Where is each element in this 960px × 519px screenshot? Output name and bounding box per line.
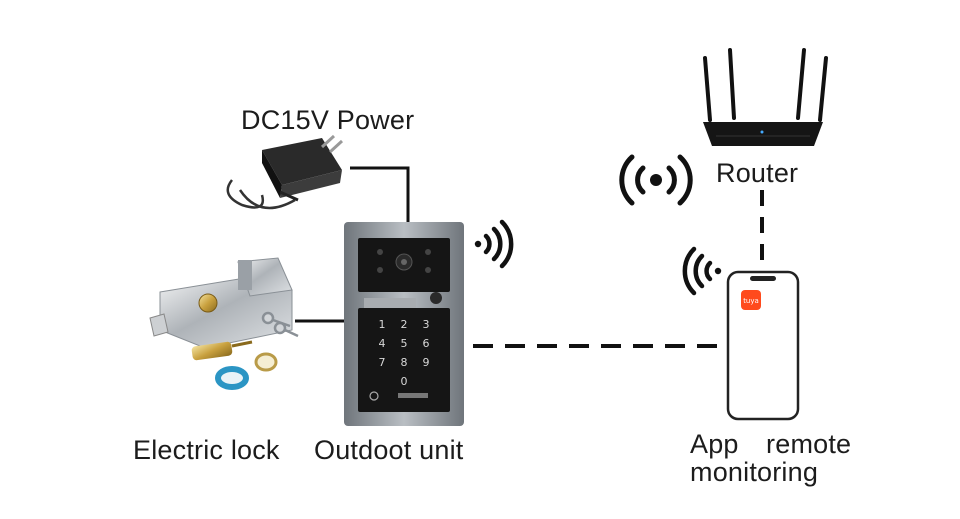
keypad-key-8[interactable]: 8 bbox=[401, 356, 408, 369]
card-reader-icon bbox=[369, 391, 379, 401]
power-adapter-image bbox=[226, 134, 344, 210]
keypad-key-9[interactable]: 9 bbox=[423, 356, 430, 369]
power-label: DC15V Power bbox=[241, 105, 415, 135]
outdoor-unit-label: Outdoot unit bbox=[314, 435, 464, 465]
router-label: Router bbox=[716, 158, 799, 188]
connection-lines bbox=[295, 166, 764, 348]
power-cable-line bbox=[350, 166, 410, 225]
smartphone-image: tuya bbox=[726, 270, 800, 421]
app-label-line2: monitoring bbox=[690, 457, 819, 487]
app-label-line1: App remote bbox=[690, 429, 852, 459]
wifi-icon bbox=[474, 219, 514, 269]
router-broadcast-icon bbox=[619, 154, 693, 206]
keypad-panel bbox=[358, 308, 450, 412]
keypad-key-0[interactable]: 0 bbox=[401, 375, 408, 388]
app-monitoring-label: App remote monitoring bbox=[690, 430, 851, 486]
outdoor-unit-image: 1 2 3 4 5 6 7 8 9 0 bbox=[344, 222, 464, 426]
phone-wifi-icon bbox=[682, 246, 722, 296]
tuya-app-label: tuya bbox=[743, 297, 759, 305]
keypad-key-4[interactable]: 4 bbox=[379, 337, 386, 350]
electric-lock-image bbox=[149, 257, 299, 390]
keypad-key-5[interactable]: 5 bbox=[401, 337, 408, 350]
keypad-key-1[interactable]: 1 bbox=[379, 318, 386, 331]
keypad-key-3[interactable]: 3 bbox=[423, 318, 430, 331]
keypad-key-7[interactable]: 7 bbox=[379, 356, 386, 369]
electric-lock-label: Electric lock bbox=[133, 435, 280, 465]
keypad-key-6[interactable]: 6 bbox=[423, 337, 430, 350]
keypad-key-2[interactable]: 2 bbox=[401, 318, 408, 331]
router-image bbox=[703, 48, 828, 146]
tuya-app-icon[interactable] bbox=[741, 290, 761, 310]
